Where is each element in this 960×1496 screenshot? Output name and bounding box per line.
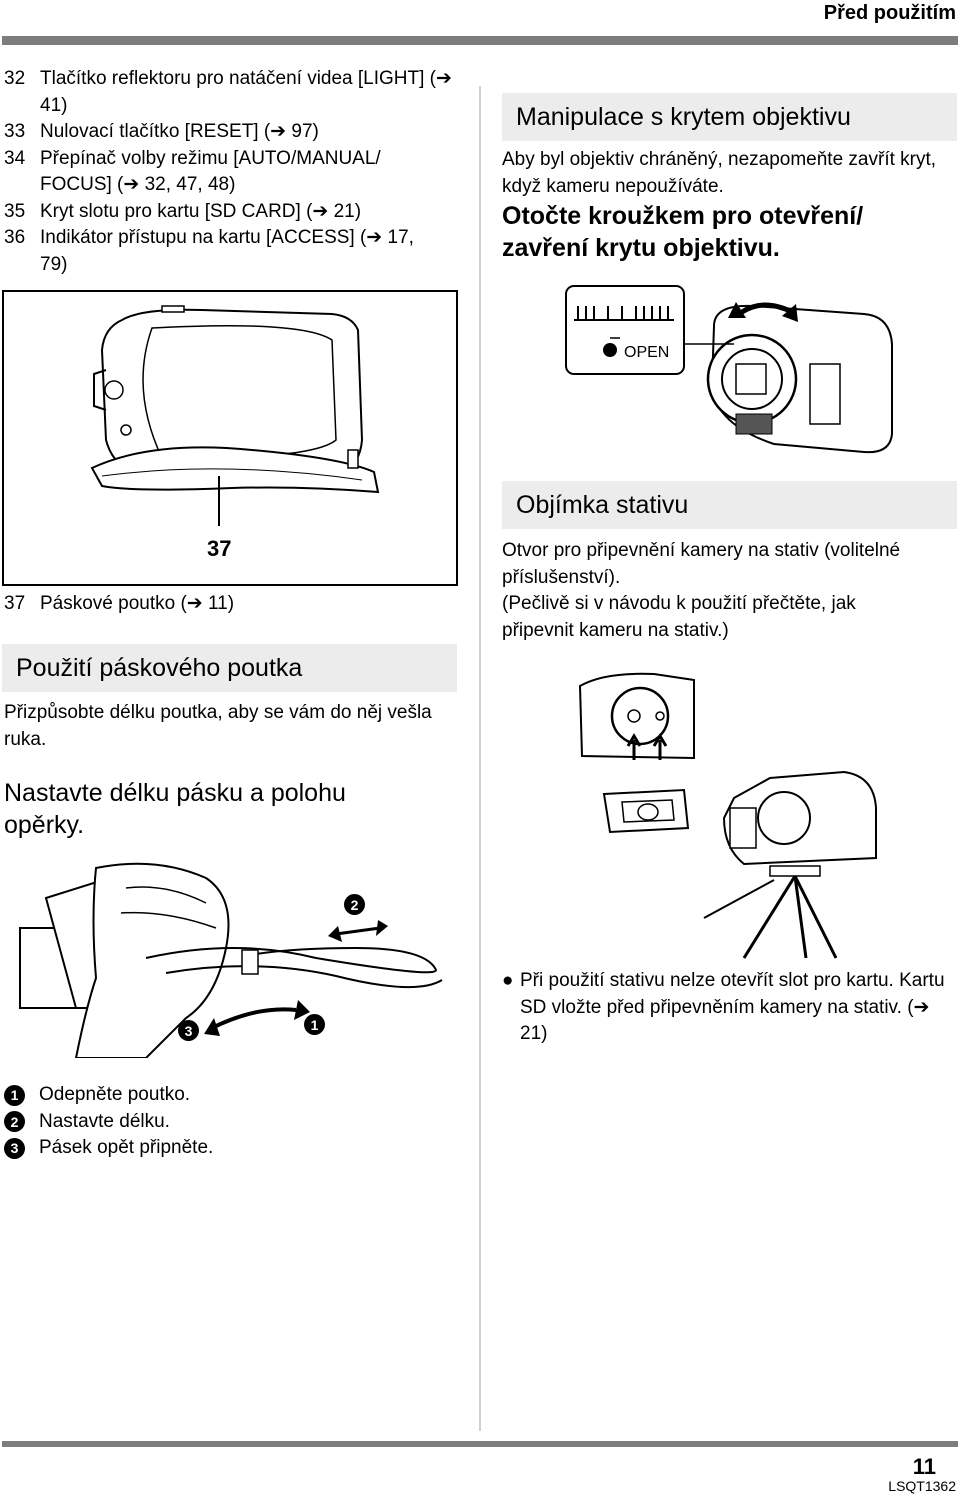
tripod-note: ● Při použití stativu nelze otevřít slot… xyxy=(502,968,952,1048)
step-marker: 3 xyxy=(4,1137,25,1159)
list-item: 36 Indikátor přístupu na kartu [ACCESS] … xyxy=(4,227,414,275)
figure-marker-1: 1 xyxy=(304,1014,325,1035)
strap-intro: Přizpůsobte délku poutka, aby se vám do … xyxy=(4,702,432,750)
header-title: Před použitím xyxy=(823,2,956,24)
list-item: 1 Odepněte poutko. xyxy=(4,1082,213,1109)
bullet-icon: ● xyxy=(502,970,514,991)
strap-section-heading: Použití páskového poutka xyxy=(2,644,457,692)
list-item: 2 Nastavte délku. xyxy=(4,1109,213,1136)
strap-instruction: Nastavte délku pásku a polohu opěrky. xyxy=(4,779,346,839)
figure-marker-2: 2 xyxy=(344,894,365,915)
part-37-item: 37 Páskové poutko (➔ 11) xyxy=(4,593,235,614)
open-label: OPEN xyxy=(624,344,670,361)
strap-steps: 1 Odepněte poutko. 2 Nastavte délku. 3 P… xyxy=(4,1082,213,1162)
document-code: LSQT1362 xyxy=(888,1478,956,1494)
camera-side-figure: 37 xyxy=(2,290,458,586)
list-item: 3 Pásek opět připněte. xyxy=(4,1135,213,1162)
callout-37: 37 xyxy=(207,536,232,561)
lens-section-heading: Manipulace s krytem objektivu xyxy=(502,93,957,141)
parts-list: 32 Tlačítko reflektoru pro natáčení vide… xyxy=(4,66,464,278)
footer-rule xyxy=(2,1441,958,1447)
list-item: 35 Kryt slotu pro kartu [SD CARD] (➔ 21) xyxy=(4,200,362,222)
lens-cover-figure: OPEN xyxy=(564,284,900,464)
page-number: 11 xyxy=(912,1454,936,1479)
header-rule xyxy=(2,36,958,45)
step-marker: 2 xyxy=(4,1111,25,1133)
tripod-figure xyxy=(574,668,894,960)
tripod-text-2: (Pečlivě si v návodu k použití přečtěte,… xyxy=(502,593,856,641)
tripod-text-1: Otvor pro připevnění kamery na stativ (v… xyxy=(502,540,901,588)
hand-strap-figure: 2 1 3 xyxy=(16,858,446,1059)
tripod-section-heading: Objímka stativu xyxy=(502,481,957,529)
list-item: 34 Přepínač volby režimu [AUTO/MANUAL/ F… xyxy=(4,147,381,196)
page-header: Před použitím xyxy=(0,0,960,50)
figure-marker-3: 3 xyxy=(178,1020,199,1041)
list-item: 32 Tlačítko reflektoru pro natáčení vide… xyxy=(4,68,452,116)
list-item: 33 Nulovací tlačítko [RESET] (➔ 97) xyxy=(4,121,319,142)
step-marker: 1 xyxy=(4,1084,25,1106)
lens-instruction: Otočte kroužkem pro otevření/ zavření kr… xyxy=(502,202,864,262)
lens-intro: Aby byl objektiv chráněný, nezapomeňte z… xyxy=(502,149,937,197)
column-divider xyxy=(479,86,481,1431)
